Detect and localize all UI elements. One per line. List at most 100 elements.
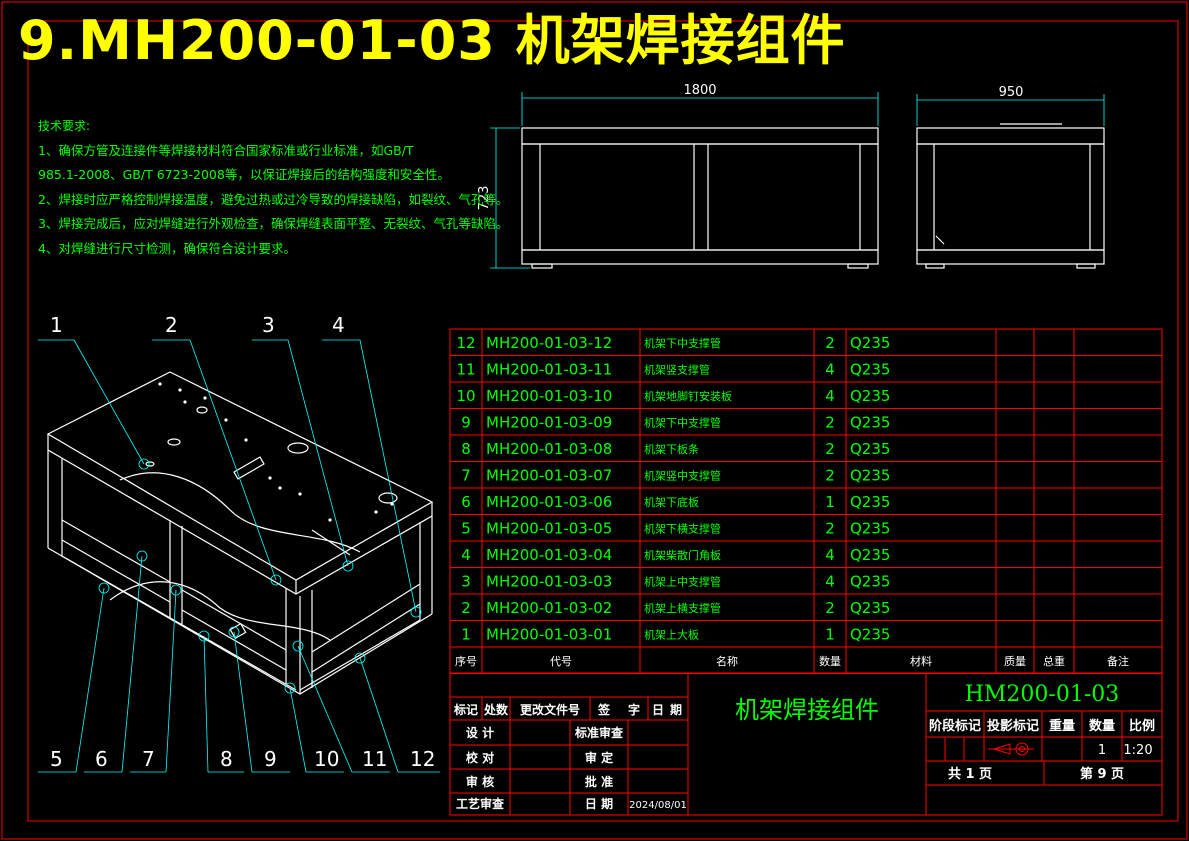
bom-cell-name: 机架下中支撑管 <box>644 336 721 350</box>
bom-cell-name: 机架上横支撑管 <box>644 601 721 615</box>
tb-label-approve: 批 准 <box>585 774 613 789</box>
bom-cell-no: 1 <box>461 626 471 644</box>
bom-cell-material: Q235 <box>850 361 890 379</box>
rev-header: 标记 <box>453 702 478 717</box>
inner-border <box>27 20 1179 822</box>
tb-label-review: 审 定 <box>585 750 613 765</box>
tech-line: 1、确保方管及连接件等焊接材料符合国家标准或行业标准，如GB/T <box>38 142 414 158</box>
bom-cell-code: MH200-01-03-12 <box>486 334 612 352</box>
bom-header-mass: 质量 <box>1004 655 1026 668</box>
tb-label-process_review: 工艺审查 <box>456 796 505 811</box>
bom-cell-qty: 2 <box>825 334 835 352</box>
isometric-holes <box>158 382 394 522</box>
bom-header-material: 材料 <box>910 654 932 668</box>
tb-total-sheets: 共 1 页 <box>948 766 992 782</box>
tb-date-value: 2024/08/01 <box>629 800 687 811</box>
bom-cell-name: 机架柴散门角板 <box>644 548 721 562</box>
bom-cell-no: 8 <box>461 440 471 458</box>
tb-quantity_label: 数量 <box>1089 718 1115 734</box>
tb-label-check: 审 核 <box>466 774 494 789</box>
tb-label-date_label: 日 期 <box>585 796 613 811</box>
bom-header-total: 总重 <box>1043 654 1065 668</box>
bom-cell-code: MH200-01-03-07 <box>486 467 612 485</box>
bom-cell-code: MH200-01-03-02 <box>486 599 612 617</box>
bom-cell-qty: 4 <box>825 361 835 379</box>
bom-cell-qty: 2 <box>825 520 835 538</box>
bom-cell-no: 12 <box>456 334 475 352</box>
balloon-5: 5 <box>50 747 63 771</box>
balloon-labels: 1 2 3 4 5 6 7 8 9 10 11 12 <box>50 313 435 771</box>
dim-length: 1800 <box>683 83 716 98</box>
balloon-1: 1 <box>50 313 63 337</box>
side-view-dims <box>916 94 1105 126</box>
tech-line: 4、对焊缝进行尺寸检测，确保符合设计要求。 <box>38 240 296 256</box>
balloon-2: 2 <box>165 313 178 337</box>
bom-cell-code: MH200-01-03-10 <box>486 387 612 405</box>
balloon-7: 7 <box>142 747 155 771</box>
bom-cell-qty: 1 <box>825 493 835 511</box>
technical-requirements: 技术要求: 1、确保方管及连接件等焊接材料符合国家标准或行业标准，如GB/T 9… <box>38 114 508 261</box>
bom-cell-material: Q235 <box>850 520 890 538</box>
balloon-8: 8 <box>220 747 233 771</box>
bom-cell-no: 6 <box>461 493 471 511</box>
bom-cell-no: 9 <box>461 414 471 432</box>
bom-cell-no: 5 <box>461 520 471 538</box>
bom-cell-material: Q235 <box>850 626 890 644</box>
balloon-11: 11 <box>362 747 387 771</box>
balloon-12: 12 <box>410 747 435 771</box>
bom-cell-material: Q235 <box>850 334 890 352</box>
tb-scale_label: 比例 <box>1129 718 1155 734</box>
bom-cell-qty: 4 <box>825 573 835 591</box>
front-view-dims <box>490 92 879 269</box>
rev-header: 字 <box>628 702 640 717</box>
bom-cell-material: Q235 <box>850 493 890 511</box>
rev-header: 期 <box>670 702 682 717</box>
bom-cell-name: 机架下板条 <box>644 442 699 456</box>
tech-line: 3、焊接完成后，应对焊缝进行外观检查，确保焊缝表面平整、无裂纹、气孔等缺陷。 <box>38 216 509 231</box>
bom-cell-qty: 2 <box>825 599 835 617</box>
bom-cell-qty: 1 <box>825 626 835 644</box>
tb-label-std_review: 标准审查 <box>574 725 624 740</box>
side-view <box>916 123 1105 269</box>
rev-header: 更改文件号 <box>520 702 580 717</box>
leader-lines <box>38 339 440 773</box>
tech-line: 2、焊接时应严格控制焊接温度，避免过热或过冷导致的焊接缺陷，如裂纹、气孔等。 <box>38 191 509 207</box>
bom-cell-no: 7 <box>461 467 471 485</box>
bom-cell-name: 机架下横支撑管 <box>644 522 721 536</box>
title-block-grid <box>449 672 1163 816</box>
balloon-10: 10 <box>314 747 339 771</box>
bom-cell-name: 机架竖支撑管 <box>644 363 710 377</box>
bom-cell-material: Q235 <box>850 573 890 591</box>
bom-cell-code: MH200-01-03-01 <box>486 626 612 644</box>
bom-header-no: 序号 <box>455 654 477 668</box>
dim-width: 950 <box>999 85 1024 100</box>
tb-label-proofread: 校 对 <box>466 750 494 765</box>
bom-cell-code: MH200-01-03-03 <box>486 573 612 591</box>
bom-cell-material: Q235 <box>850 440 890 458</box>
rev-header: 日 <box>652 703 664 717</box>
bom-cell-no: 3 <box>461 573 471 591</box>
bom-cell-qty: 2 <box>825 414 835 432</box>
isometric-view <box>46 371 434 695</box>
bom-cell-name: 机架上大板 <box>644 628 699 642</box>
front-view <box>521 127 879 269</box>
bom-cell-code: MH200-01-03-04 <box>486 546 612 564</box>
bom-cell-name: 机架竖中支撑管 <box>644 469 721 483</box>
bom-cell-name: 机架下底板 <box>644 495 699 509</box>
balloon-9: 9 <box>264 747 277 771</box>
bom-cell-qty: 4 <box>825 546 835 564</box>
bom-cell-qty: 2 <box>825 467 835 485</box>
rev-header: 处数 <box>483 702 509 717</box>
bom-cell-code: MH200-01-03-09 <box>486 414 612 432</box>
bom-cell-material: Q235 <box>850 387 890 405</box>
bom-cell-code: MH200-01-03-08 <box>486 440 612 458</box>
bom-header-name: 名称 <box>716 654 738 668</box>
tb-quantity-value: 1 <box>1098 743 1106 758</box>
bom-cell-material: Q235 <box>850 599 890 617</box>
bom-cell-no: 10 <box>456 387 475 405</box>
tb-drawing-code: HM200-01-03 <box>965 682 1120 707</box>
tb-scale-value: 1:20 <box>1123 743 1152 758</box>
